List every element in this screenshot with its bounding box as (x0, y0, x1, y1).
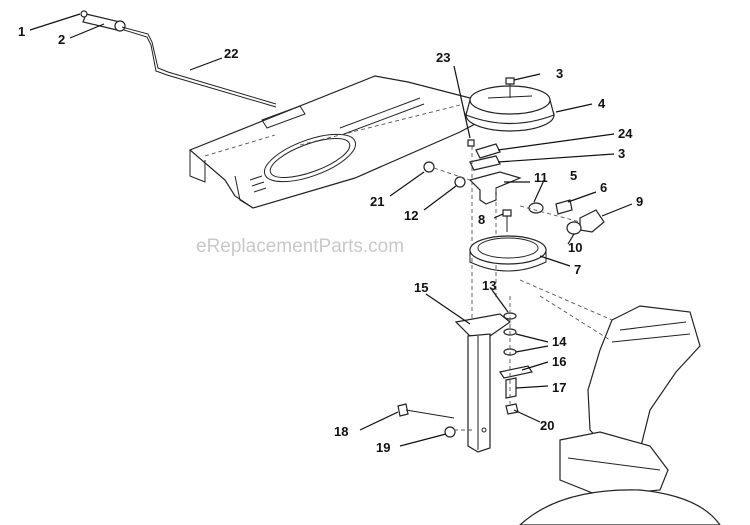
panel-left-flange (189, 150, 206, 183)
callout-8: 8 (478, 212, 485, 227)
panel-slot-row (339, 97, 425, 135)
panel-dash-line (204, 104, 461, 157)
callout-20: 20 (540, 418, 554, 433)
callout-3-top: 3 (556, 66, 563, 81)
nut-20 (505, 403, 519, 415)
callout-23: 23 (436, 50, 450, 65)
panel-body (188, 75, 476, 209)
chute-guide-lines (519, 279, 613, 341)
screw-23 (467, 139, 475, 147)
crank-grip (82, 13, 121, 31)
callout-13: 13 (482, 278, 496, 293)
chute-lip (611, 321, 691, 343)
bolt-18-head (397, 403, 409, 417)
panel-lower-edge (234, 175, 254, 209)
post-15 (454, 313, 512, 453)
washer-19 (444, 426, 456, 438)
gear-ring-7 (469, 235, 547, 272)
bracket-11 (468, 171, 522, 205)
callout-10: 10 (568, 240, 582, 255)
crank-knob (80, 10, 88, 18)
callout-12: 12 (404, 208, 418, 223)
deflector-cap (465, 85, 555, 132)
chute-base (519, 489, 721, 525)
crank-rod-edge (123, 29, 277, 108)
gear-outer (469, 235, 547, 265)
callout-2: 2 (58, 32, 65, 47)
gear-inner (477, 237, 539, 259)
bolt-18-shank (405, 409, 455, 419)
callout-15: 15 (414, 280, 428, 295)
spring-17 (505, 377, 517, 399)
watermark-text: eReplacementParts.com (196, 236, 404, 257)
callout-22: 22 (224, 46, 238, 61)
control-panel (188, 75, 476, 209)
panel-vents (249, 175, 267, 193)
post-shaft (467, 333, 491, 453)
callout-labels: 1 2 22 23 3 4 24 3 11 5 6 9 21 12 8 10 7… (18, 24, 643, 455)
crank-handle-assembly (80, 10, 277, 108)
discharge-chute (519, 279, 721, 525)
panel-slot (261, 105, 306, 129)
callout-3-lower: 3 (618, 146, 625, 161)
panel-oval-inner (269, 138, 351, 178)
washer-3 (469, 155, 501, 171)
bolt-3-top (505, 77, 515, 98)
nut-21 (423, 161, 435, 173)
callout-7: 7 (574, 262, 581, 277)
callout-9: 9 (636, 194, 643, 209)
washer-10 (566, 221, 582, 235)
knob-assembly (519, 199, 605, 235)
clip-24 (475, 143, 501, 159)
callout-16: 16 (552, 354, 566, 369)
callout-24: 24 (618, 126, 633, 141)
washer-12 (454, 176, 466, 188)
crank-rod (121, 26, 277, 105)
chute-upper (587, 305, 701, 453)
bracket-stack (467, 139, 522, 330)
bolt-18-washer-19 (397, 403, 472, 438)
callout-11: 11 (534, 170, 548, 185)
callout-17: 17 (552, 380, 566, 395)
bolt-8 (502, 209, 512, 232)
callout-6: 6 (600, 180, 607, 195)
callout-4: 4 (598, 96, 606, 111)
chute-ring-edge (567, 457, 661, 471)
callout-1: 1 (18, 24, 25, 39)
knob-9 (579, 209, 605, 233)
callout-18: 18 (334, 424, 348, 439)
callout-19: 19 (376, 440, 390, 455)
leader-lines (29, 13, 633, 447)
lower-hardware (499, 296, 533, 415)
callout-21: 21 (370, 194, 384, 209)
post-top-plate (454, 313, 512, 337)
panel-oval-cutout (263, 133, 357, 183)
fasteners-21-12 (423, 161, 471, 188)
spring-6 (555, 199, 573, 215)
gear-rim (469, 250, 547, 272)
callout-14: 14 (552, 334, 567, 349)
callout-5: 5 (570, 168, 577, 183)
crank-grip-end (114, 20, 126, 32)
